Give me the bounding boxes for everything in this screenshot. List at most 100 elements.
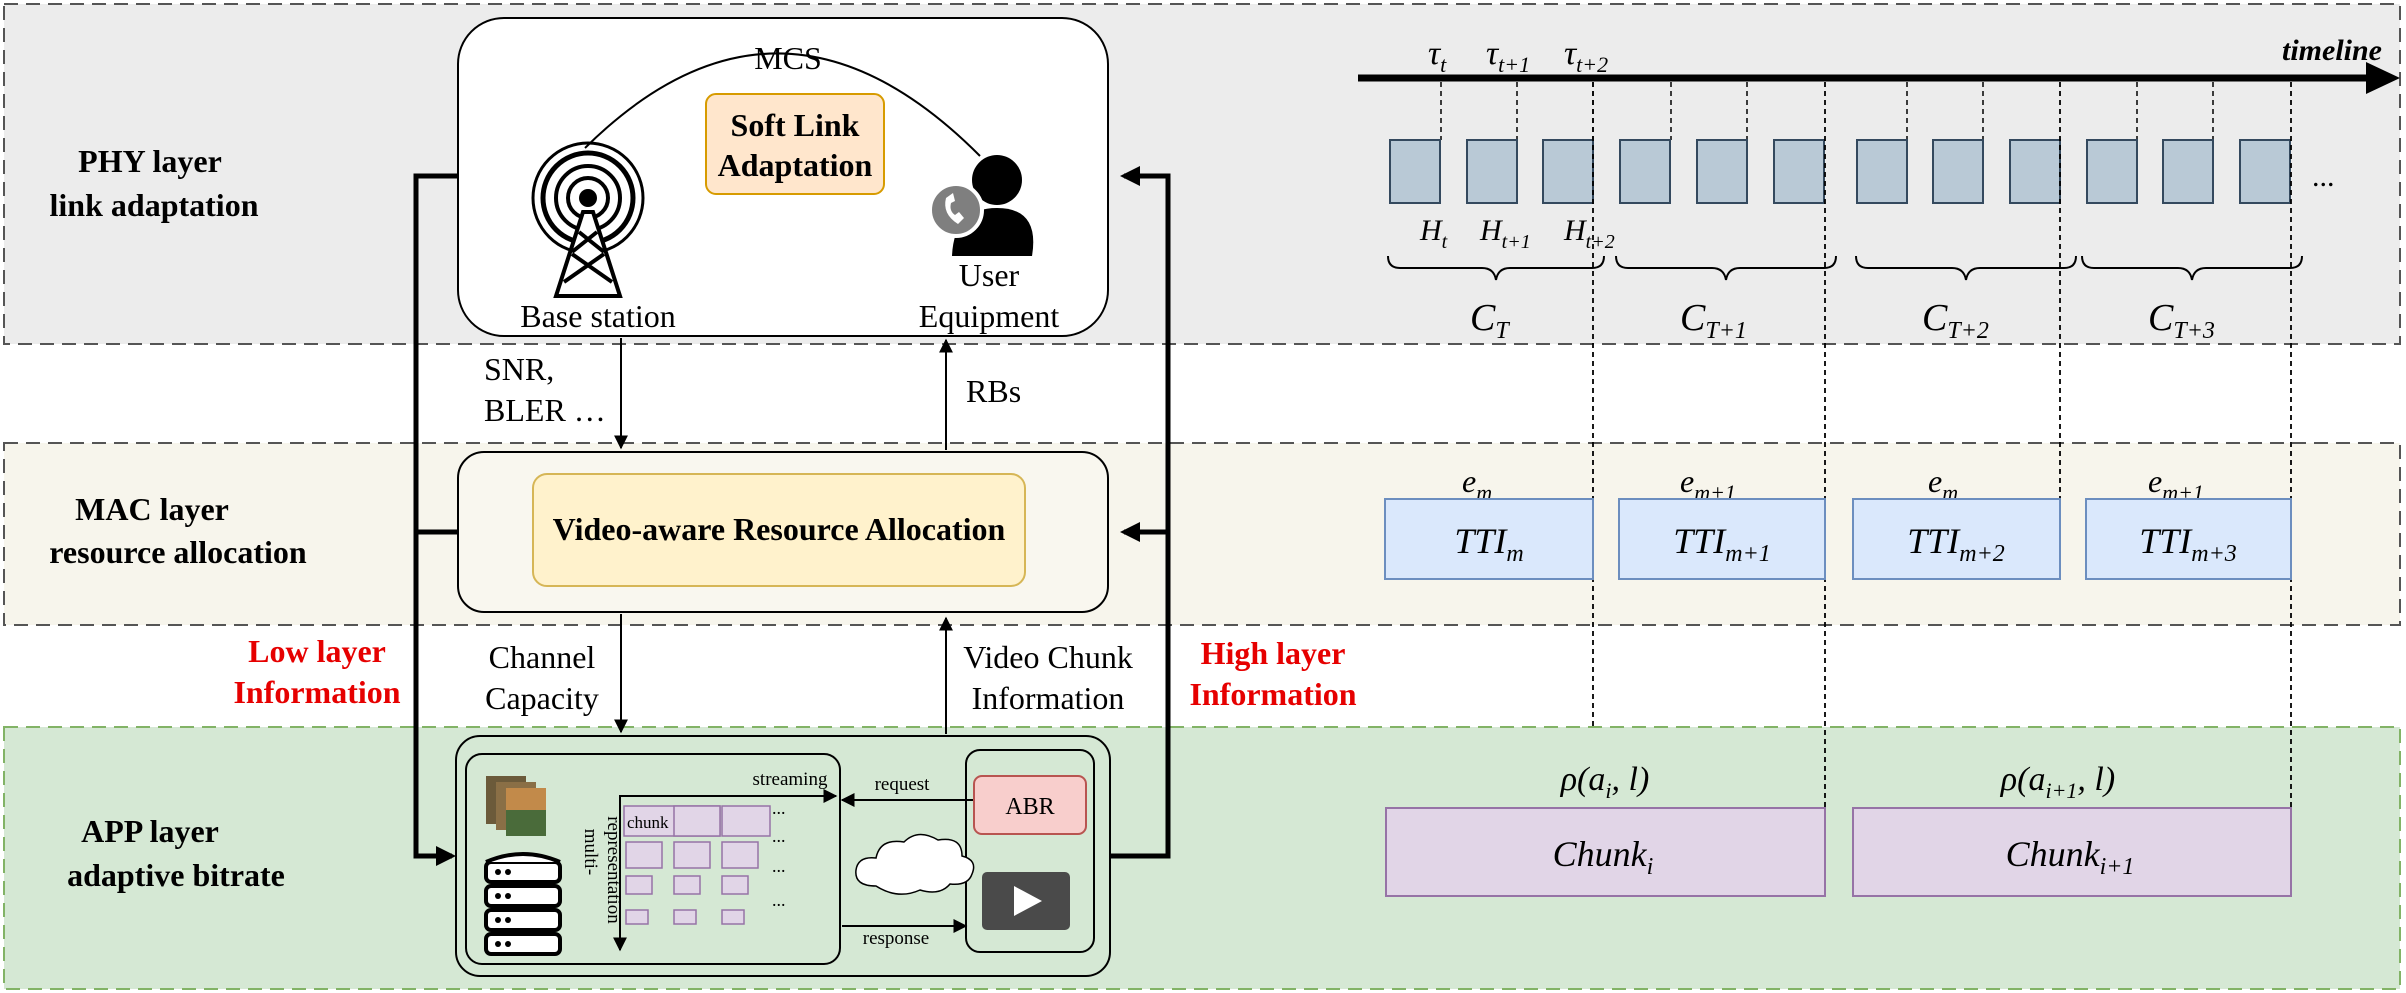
chunk-cell-label: chunk — [627, 813, 669, 832]
chunk-label: Chunki+1 — [2006, 834, 2135, 880]
tti-box — [1384, 498, 1594, 580]
snr-label-2: BLER … — [484, 392, 606, 428]
ellipsis: ... — [772, 890, 786, 910]
video-player-icon — [982, 872, 1070, 930]
h-label: Ht+1 — [1479, 214, 1531, 253]
capacity-braces — [1387, 255, 2303, 281]
slot-box — [2086, 139, 2138, 204]
multi-representation-label-1: multi- — [580, 829, 601, 875]
low-layer-label-2: Information — [233, 674, 400, 710]
response-label: response — [863, 928, 929, 949]
base-station-label: Base station — [520, 298, 676, 334]
tti-label: TTIm+1 — [1673, 521, 1771, 567]
chunk-cell — [721, 841, 759, 869]
slot-box — [1932, 139, 1984, 204]
phy-layer-title: PHY layer — [78, 143, 222, 179]
c-label: CT+3 — [2148, 297, 2215, 344]
c-label: CT+2 — [1922, 297, 1989, 344]
mac-layer-subtitle: resource allocation — [49, 534, 307, 570]
user-equipment-label-1: User — [959, 257, 1020, 293]
snr-label-1: SNR, — [484, 351, 554, 387]
chunk-label: Chunki — [1553, 834, 1654, 880]
chunk-box — [1852, 807, 2292, 897]
app-layer-subtitle: adaptive bitrate — [67, 857, 285, 893]
user-equipment-label-2: Equipment — [919, 298, 1060, 334]
slot-box — [1389, 139, 1441, 204]
video-frames-icon — [486, 776, 546, 836]
timeline-label: timeline — [2282, 34, 2382, 67]
phy-band — [3, 3, 2401, 345]
capacity-label-1: Channel — [489, 639, 596, 675]
tti-label: TTIm — [1454, 521, 1523, 567]
high-layer-feedback-line — [1110, 166, 1171, 859]
h-label: Ht — [1419, 214, 1448, 253]
low-layer-feedback-line — [413, 173, 458, 866]
chunk-cell — [625, 875, 653, 895]
representation-axes — [619, 789, 838, 948]
timeline-arrowhead — [2366, 62, 2400, 94]
chunk-cell — [673, 875, 701, 895]
mcs-label: MCS — [754, 40, 822, 76]
rho-label: ρ(ai+1, l) — [2000, 761, 2115, 803]
ellipsis: ... — [772, 826, 786, 846]
chunk-cell — [721, 875, 749, 895]
slot-box — [1542, 139, 1594, 204]
tau-label: τt+1 — [1486, 35, 1530, 77]
c-label: CT+1 — [1680, 297, 1747, 344]
slot-box — [2162, 139, 2214, 204]
soft-link-adaptation-box — [705, 93, 885, 195]
c-label: CT — [1470, 297, 1510, 344]
abr-label: ABR — [1005, 794, 1054, 820]
slot-box — [1696, 139, 1748, 204]
chunk-cell — [673, 909, 697, 925]
slot-box — [1773, 139, 1825, 204]
slot-box — [1619, 139, 1671, 204]
video-aware-ra-label: Video-aware Resource Allocation — [553, 511, 1006, 547]
capacity-label-2: Capacity — [485, 680, 599, 716]
rbs-label: RBs — [966, 373, 1021, 409]
client-box — [965, 749, 1095, 953]
video-aware-ra-box — [532, 473, 1026, 587]
slot-box — [2009, 139, 2061, 204]
soft-link-label-1: Soft Link — [731, 107, 860, 143]
tti-box — [1618, 498, 1826, 580]
ellipsis: ... — [772, 798, 786, 818]
user-equipment-icon — [928, 155, 1034, 256]
chunk-cell — [721, 805, 771, 837]
abr-box — [973, 775, 1087, 835]
time-boundaries — [1592, 82, 2292, 896]
high-layer-label: High layer — [1201, 635, 1346, 671]
server-box — [465, 753, 841, 965]
chunk-cell — [673, 841, 711, 869]
more-slots-ellipsis: ... — [2312, 160, 2335, 193]
base-station-icon — [531, 141, 645, 298]
chunk-cell — [625, 909, 649, 925]
low-layer-label: Low layer — [248, 633, 386, 669]
slot-box — [1856, 139, 1908, 204]
chunk-info-label-1: Video Chunk — [963, 639, 1133, 675]
phy-layer-subtitle: link adaptation — [50, 187, 259, 223]
chunk-info-label-2: Information — [972, 680, 1125, 716]
tau-label: τt — [1428, 35, 1447, 77]
chunk-cell — [625, 841, 663, 869]
streaming-label: streaming — [753, 769, 828, 790]
chunk-box — [1385, 807, 1826, 897]
tti-box — [2085, 498, 2292, 580]
tau-label: τt+2 — [1564, 35, 1608, 77]
high-layer-label-2: Information — [1189, 676, 1356, 712]
channel-slots — [1389, 139, 2291, 204]
tti-box — [1852, 498, 2061, 580]
app-layer-title: APP layer — [81, 813, 219, 849]
request-label: request — [875, 774, 931, 795]
chunk-cell — [721, 909, 745, 925]
soft-link-label-2: Adaptation — [718, 147, 873, 183]
mcs-arc — [584, 52, 981, 157]
tti-label: TTIm+3 — [2139, 521, 2237, 567]
rho-label: ρ(ai, l) — [1560, 761, 1650, 803]
cloud-icon — [855, 833, 975, 895]
slot-box — [2239, 139, 2291, 204]
multi-representation-label-2: representation — [603, 816, 624, 924]
ellipsis: ... — [772, 856, 786, 876]
slot-box — [1466, 139, 1518, 204]
